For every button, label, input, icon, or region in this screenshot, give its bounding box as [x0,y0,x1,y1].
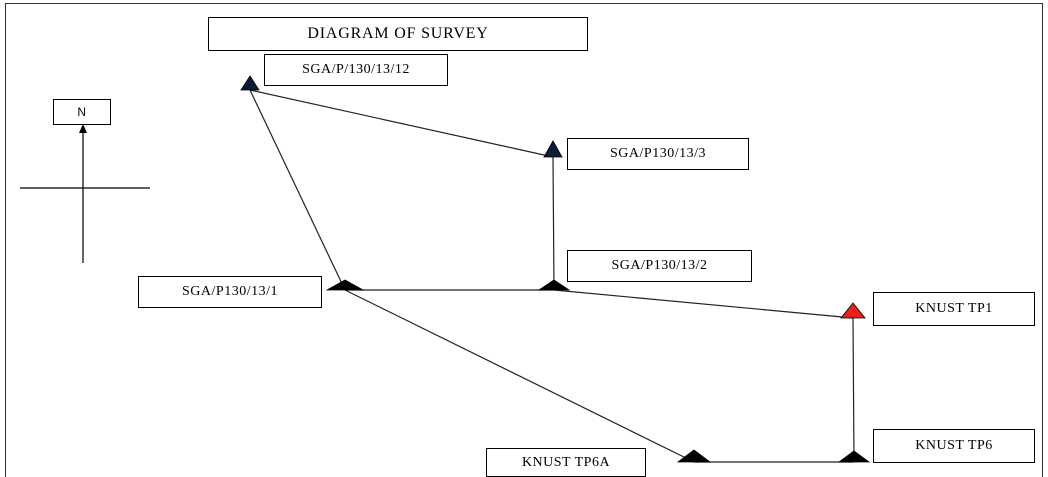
frame-top-border [5,3,1043,4]
station-marker-sga-p-130-13-12 [240,75,260,91]
station-marker-sga-p130-13-2 [537,279,571,291]
label-knust-tp6a: KNUST TP6A [486,448,646,477]
label-sga-p130-13-2: SGA/P130/13/2 [567,250,752,282]
diagram-title: DIAGRAM OF SURVEY [208,17,588,51]
label-sga-p-130-13-12: SGA/P/130/13/12 [264,54,448,86]
traverse-line [249,89,346,291]
label-sga-p130-13-3: SGA/P130/13/3 [567,138,749,170]
traverse-lines [249,89,855,463]
station-marker-sga-p130-13-1 [325,279,365,291]
north-label: N [53,99,111,125]
frame-left-border [5,3,6,477]
station-marker-knust-tp6 [837,450,871,463]
station-markers [240,75,871,463]
traverse-line [552,156,555,291]
traverse-line [553,289,854,319]
station-marker-knust-tp1 [840,302,866,319]
north-arrow [20,124,150,263]
station-marker-sga-p130-13-3 [543,140,563,158]
frame-right-border [1042,3,1043,477]
station-marker-knust-tp6a [676,449,712,463]
label-sga-p130-13-1: SGA/P130/13/1 [138,276,322,308]
north-arrowhead [79,124,87,133]
label-knust-tp1: KNUST TP1 [873,292,1035,326]
label-knust-tp6: KNUST TP6 [873,429,1035,463]
traverse-line [344,289,695,463]
traverse-line [852,317,855,463]
traverse-line [249,89,554,158]
